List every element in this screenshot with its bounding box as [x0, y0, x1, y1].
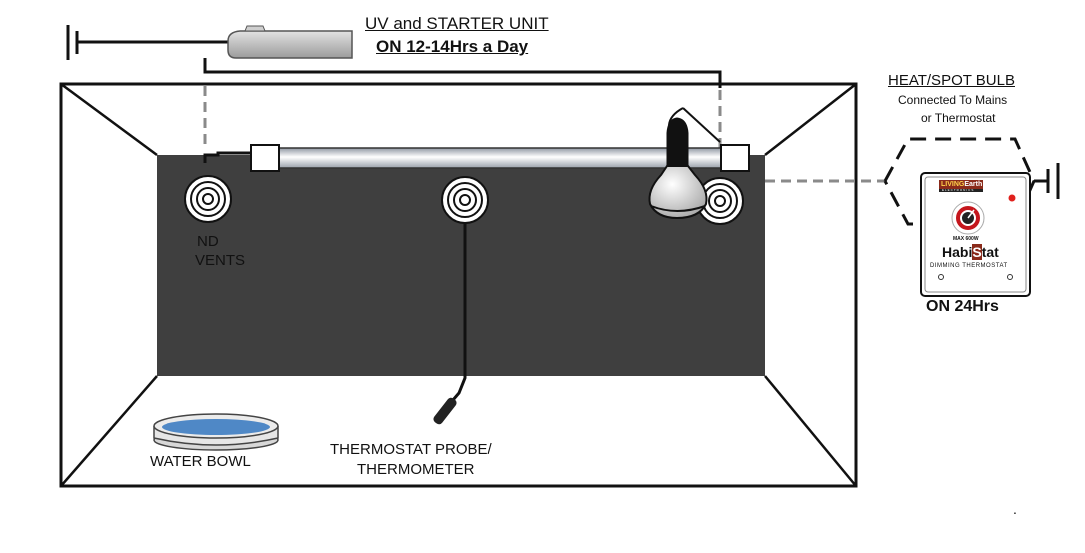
enclosure-frame — [59, 82, 858, 488]
heat-wiring — [765, 137, 1060, 226]
uv-unit-schedule: ON 12-14Hrs a Day — [376, 37, 529, 56]
probe-label-line2: THERMOMETER — [357, 461, 475, 478]
thermostat-brand: LIVINGEarth — [941, 180, 982, 189]
perspective-line-bottom-left — [60, 375, 158, 487]
perspective-line-top-right — [764, 83, 857, 156]
perspective-line-bottom-right — [764, 375, 857, 487]
uv-power-wire — [203, 58, 722, 88]
thermostat-status: ON 24Hrs — [926, 298, 999, 315]
water-surface — [162, 419, 270, 435]
probe-label-line1: THERMOSTAT PROBE/ — [330, 441, 492, 458]
water-bowl-label: WATER BOWL — [150, 453, 251, 470]
heat-bulb-connection-line2: or Thermostat — [921, 111, 996, 125]
thermostat-type: DIMMING THERMOSTAT — [930, 263, 1008, 269]
perspective-line-top-left — [60, 82, 158, 157]
vents-label-line1: ND — [197, 233, 219, 250]
vent-centre — [441, 176, 489, 224]
uv-unit-title: UV and STARTER UNIT — [365, 14, 549, 33]
footnote-dot: . — [1013, 501, 1017, 517]
uv-wiring — [66, 25, 722, 163]
power-led — [1008, 194, 1016, 202]
thermostat-brand-a: LIVING — [941, 181, 965, 188]
thermostat-name-b: S — [972, 244, 982, 260]
thermostat-name-c: tat — [981, 244, 999, 260]
thermostat-brand-sub: ELECTRONICS — [942, 188, 975, 192]
uv-tube — [250, 144, 750, 172]
vent-left — [184, 175, 232, 223]
thermostat-probe — [433, 223, 467, 425]
vents-label-line2: VENTS — [195, 252, 246, 269]
uv-ballast-unit — [227, 25, 353, 59]
heat-bulb-connection-line1: Connected To Mains — [898, 93, 1008, 107]
thermostat-device — [920, 172, 1031, 297]
thermostat-brand-b: Earth — [964, 181, 983, 188]
brand-bar — [939, 180, 983, 189]
tube-end-cap-left — [250, 144, 280, 172]
thermostat-name-a: Habi — [942, 244, 973, 260]
dial-ring — [956, 206, 980, 230]
heat-spot-bulb — [648, 107, 721, 220]
thermostat-max-label: MAX 600W — [953, 236, 979, 242]
tube-end-cap-right — [720, 144, 750, 172]
thermostat-name: HabiStat — [942, 244, 999, 260]
heat-bulb-title: HEAT/SPOT BULB — [888, 72, 1015, 89]
uv-wiring-dashed — [203, 86, 722, 150]
water-bowl — [153, 413, 279, 451]
